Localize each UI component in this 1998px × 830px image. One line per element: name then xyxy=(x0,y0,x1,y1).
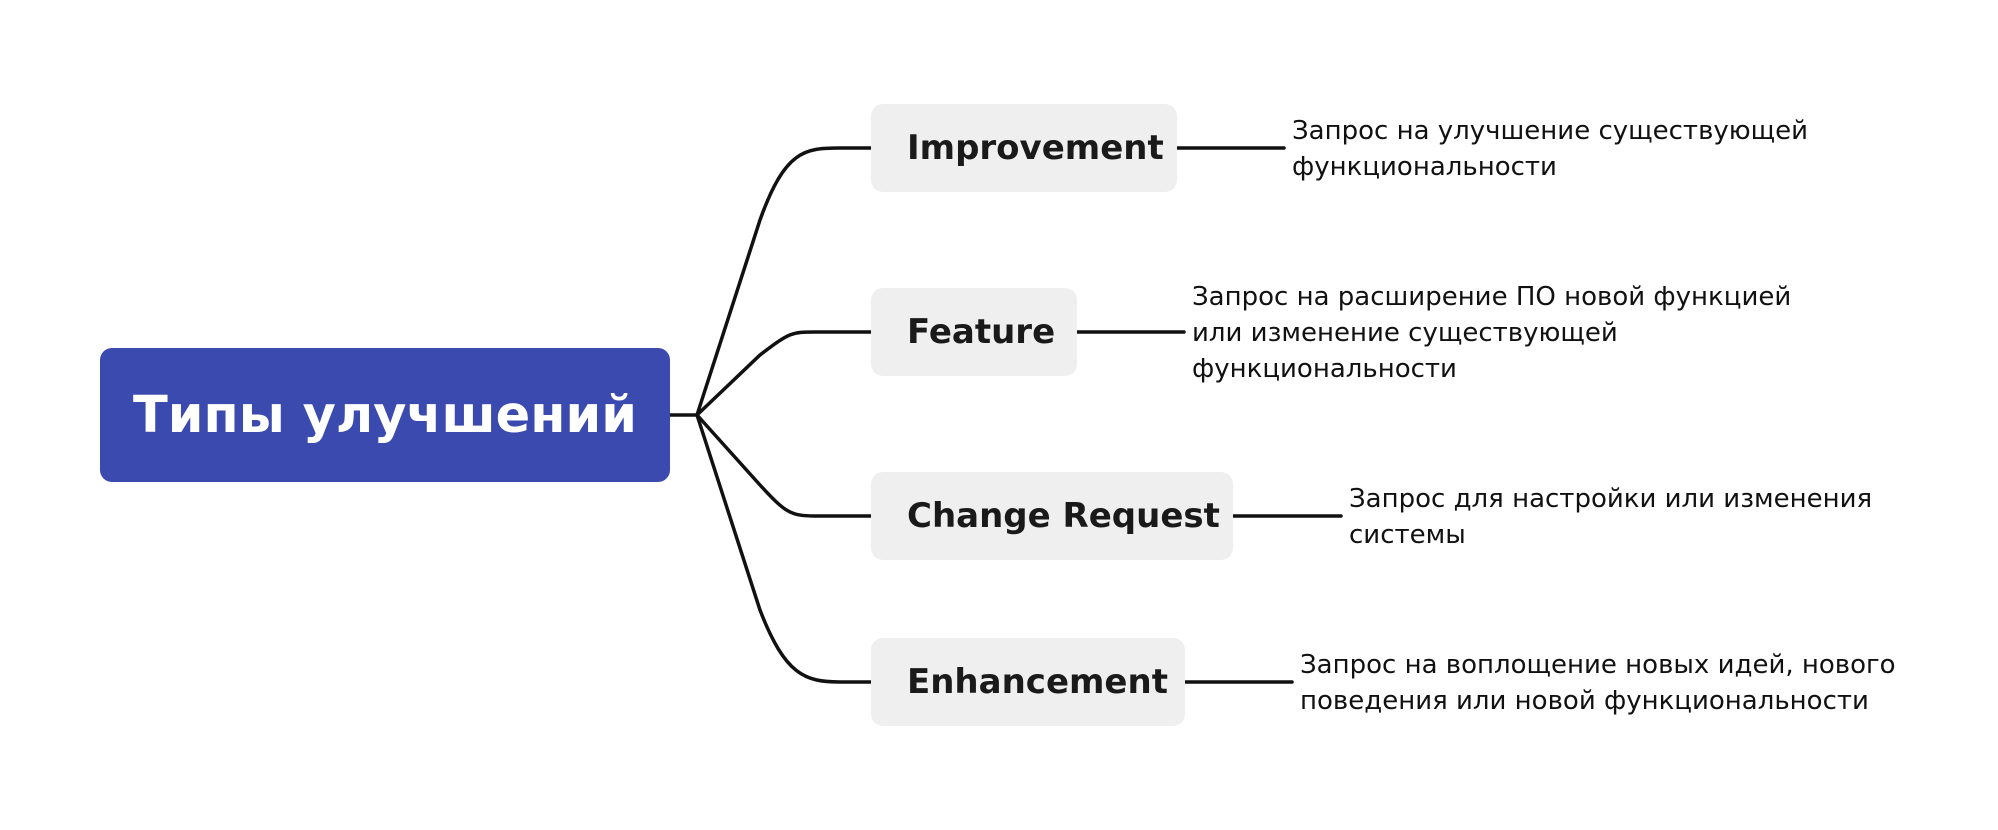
connector-root-improvement xyxy=(695,146,873,417)
branch-node-label: Feature xyxy=(907,312,1056,352)
description-line: Запрос на воплощение новых идей, нового xyxy=(1300,650,1896,680)
branch-node-improvement: Improvement xyxy=(871,104,1177,192)
description-line: функциональности xyxy=(1292,152,1557,182)
description-line: системы xyxy=(1349,520,1466,550)
description-line: Запрос на расширение ПО новой функцией xyxy=(1192,282,1792,312)
description-line: Запрос для настройки или изменения xyxy=(1349,484,1873,514)
connector-root-change-request xyxy=(695,413,873,518)
description-line: функциональности xyxy=(1192,354,1457,384)
description-line: Запрос на улучшение существующей xyxy=(1292,116,1809,146)
description-improvement: Запрос на улучшение существующей функцио… xyxy=(1292,113,1808,185)
description-enhancement: Запрос на воплощение новых идей, нового … xyxy=(1300,647,1896,719)
branch-node-change-request: Change Request xyxy=(871,472,1233,560)
description-line: или изменение существующей xyxy=(1192,318,1618,348)
root-node: Типы улучшений xyxy=(100,348,670,482)
root-node-label: Типы улучшений xyxy=(133,385,637,445)
branch-node-feature: Feature xyxy=(871,288,1077,376)
description-feature: Запрос на расширение ПО новой функцией и… xyxy=(1192,279,1791,387)
connector-root-feature xyxy=(695,330,873,417)
description-line: поведения или новой функциональности xyxy=(1300,686,1869,716)
connector-root-enhancement xyxy=(695,413,873,684)
branch-node-enhancement: Enhancement xyxy=(871,638,1185,726)
branch-node-label: Enhancement xyxy=(907,662,1168,702)
branch-node-label: Improvement xyxy=(907,128,1164,168)
branch-node-label: Change Request xyxy=(907,496,1220,536)
description-change-request: Запрос для настройки или изменения систе… xyxy=(1349,481,1872,553)
